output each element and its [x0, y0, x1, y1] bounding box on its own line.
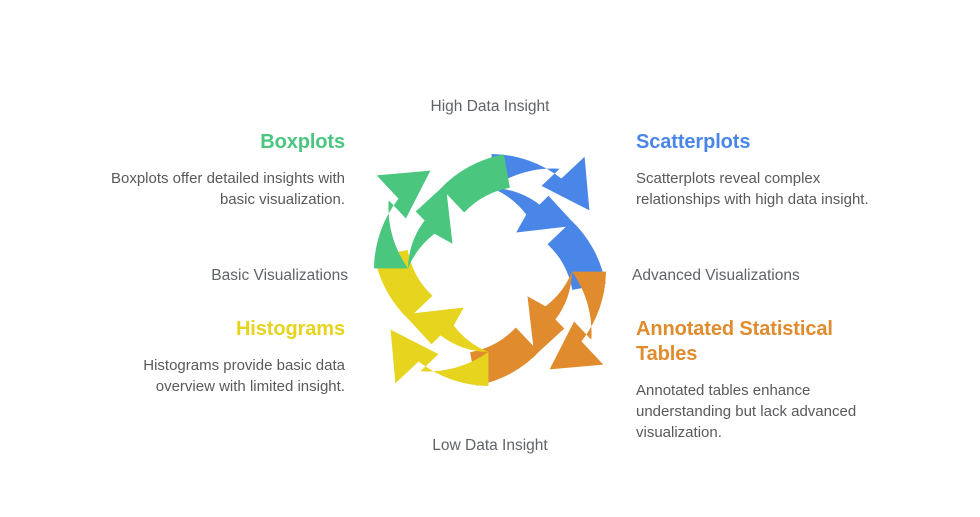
cycle-segment-top-left [374, 154, 510, 269]
quadrant-title-annotated-statistical-tables: Annotated Statistical Tables [636, 318, 833, 365]
cycle-diagram-svg [374, 154, 606, 386]
quadrant-annotated-statistical-tables: Annotated Statistical Tables Annotated t… [636, 317, 886, 443]
quadrant-title-histograms: Histograms [235, 318, 345, 340]
quadrant-title-scatterplots: Scatterplots [636, 131, 751, 153]
quadrant-histograms: Histograms Histograms provide basic data… [95, 317, 345, 397]
cycle-diagram [366, 146, 614, 394]
quadrant-description-annotated-statistical-tables: Annotated tables enhance understanding b… [636, 382, 857, 441]
quadrant-description-boxplots: Boxplots offer detailed insights with ba… [110, 170, 345, 208]
axis-label-basic-visualizations: Basic Visualizations [211, 267, 348, 284]
axis-label-high-data-insight: High Data Insight [430, 98, 550, 115]
axis-label-low-data-insight: Low Data Insight [432, 437, 548, 454]
quadrant-boxplots: Boxplots Boxplots offer detailed insight… [95, 130, 345, 210]
quadrant-description-scatterplots: Scatterplots reveal complex relationship… [636, 170, 869, 208]
axis-label-advanced-visualizations: Advanced Visualizations [632, 267, 800, 284]
quadrant-description-histograms: Histograms provide basic data overview w… [143, 357, 345, 395]
quadrant-title-boxplots: Boxplots [260, 131, 345, 153]
cycle-segment-bottom-left [374, 250, 489, 386]
cycle-segment-top-right [491, 154, 606, 290]
quadrant-scatterplots: Scatterplots Scatterplots reveal complex… [636, 130, 886, 210]
cycle-segment-bottom-right [470, 271, 606, 386]
